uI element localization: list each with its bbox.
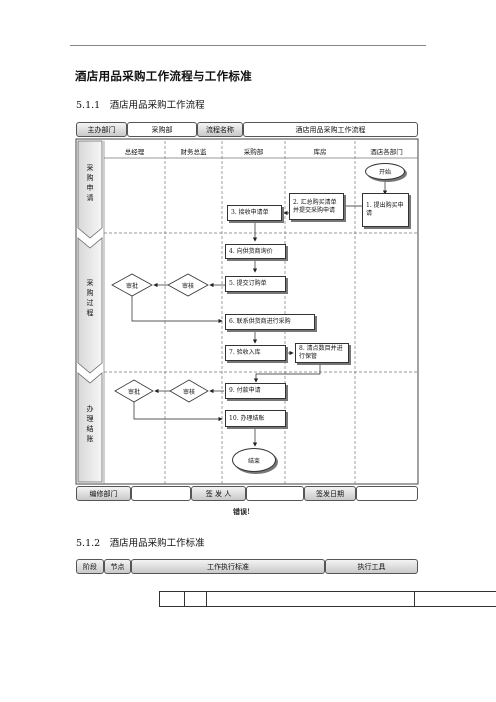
std-header-node-label: 节点 xyxy=(110,562,125,571)
step-4-box: 4. 向供货商询价 xyxy=(225,244,286,259)
section-heading-standard: 5.1.2 酒店用品采购工作标准 xyxy=(76,538,205,549)
phase-label-process: 采购过程 xyxy=(86,279,94,317)
step-1-label: 1. 提出购买申请 xyxy=(366,202,404,217)
lane-purchasing: 采购部 xyxy=(243,148,264,156)
std-header-stage-label: 阶段 xyxy=(83,562,97,571)
review-diamond-1 xyxy=(167,273,209,297)
phase-chevron-3 xyxy=(77,372,103,483)
lane-warehouse: 库房 xyxy=(313,148,327,156)
step-7-label: 7. 验收入库 xyxy=(229,349,261,356)
lane-departments: 酒店各部门 xyxy=(370,148,403,156)
start-node: 开始 xyxy=(365,163,405,180)
std-row-divider xyxy=(414,592,415,606)
dept-value-cell: 采购部 xyxy=(127,122,197,137)
step-2-box: 2. 汇总购买清单并提交采购申请 xyxy=(289,193,344,220)
flow-label-cell: 流程名称 xyxy=(197,122,243,137)
editor-dept-value-cell xyxy=(131,486,191,501)
issue-date-label: 签发日期 xyxy=(316,489,344,498)
lane-general-manager: 总经理 xyxy=(124,148,145,156)
std-table-row xyxy=(159,591,496,607)
step-1-box: 1. 提出购买申请 xyxy=(362,193,409,227)
editor-dept-label: 编修部门 xyxy=(89,489,118,498)
std-header-stage: 阶段 xyxy=(76,559,104,574)
approve-1-label: 审批 xyxy=(125,283,138,290)
std-header-standard: 工作执行标准 xyxy=(131,559,325,574)
section-heading-flow: 5.1.1 酒店用品采购工作流程 xyxy=(76,100,205,111)
end-node: 结束 xyxy=(232,448,276,472)
signer-label: 签 发 人 xyxy=(205,489,232,498)
std-header-tools: 执行工具 xyxy=(325,559,418,574)
step-6-box: 6. 联系供货商进行采购 xyxy=(225,314,315,330)
step-5-box: 5. 提交订购单 xyxy=(225,276,286,292)
step-9-box: 9. 付款申请 xyxy=(225,383,286,399)
review-2-label: 审核 xyxy=(182,389,195,396)
issue-date-label-cell: 签发日期 xyxy=(304,486,356,501)
phase-label-apply: 采购申请 xyxy=(86,164,94,202)
top-rule xyxy=(70,45,426,46)
std-row-divider xyxy=(184,592,185,606)
signer-value-cell xyxy=(246,486,304,501)
step-6-label: 6. 联系供货商进行采购 xyxy=(229,318,291,325)
step-8-label: 8. 清点数目并进行保管 xyxy=(299,345,343,360)
step-10-box: 10. 办理结账 xyxy=(225,410,286,427)
approve-diamond-1 xyxy=(111,273,153,297)
phase-chevron-1 xyxy=(77,140,103,239)
phase-chevron-2 xyxy=(77,237,103,374)
review-diamond-2 xyxy=(169,379,209,403)
std-header-node: 节点 xyxy=(104,559,131,574)
issue-date-value-cell xyxy=(356,486,418,501)
approve-2-label: 审批 xyxy=(127,389,140,396)
signer-label-cell: 签 发 人 xyxy=(191,486,246,501)
start-label: 开始 xyxy=(378,169,391,176)
flowchart-frame xyxy=(75,138,419,485)
step-9-label: 9. 付款申请 xyxy=(229,387,261,394)
phase-label-settle: 办理结账 xyxy=(86,405,94,443)
dept-label: 主办部门 xyxy=(87,125,116,134)
review-1-label: 审核 xyxy=(181,283,194,290)
step-8-box: 8. 清点数目并进行保管 xyxy=(295,343,349,363)
flow-value: 酒店用品采购工作流程 xyxy=(295,125,366,134)
lane-finance-director: 财务总监 xyxy=(180,148,207,156)
std-header-tools-label: 执行工具 xyxy=(357,562,386,571)
step-3-label: 3. 接收申请单 xyxy=(231,209,269,216)
editor-dept-label-cell: 编修部门 xyxy=(76,486,131,501)
std-row-divider xyxy=(206,592,207,606)
document-title: 酒店用品采购工作流程与工作标准 xyxy=(75,69,252,83)
dept-value: 采购部 xyxy=(151,125,173,134)
step-4-label: 4. 向供货商询价 xyxy=(229,247,273,255)
dept-label-cell: 主办部门 xyxy=(76,122,127,137)
step-10-label: 10. 办理结账 xyxy=(229,414,265,422)
step-5-label: 5. 提交订购单 xyxy=(229,280,267,287)
step-7-box: 7. 验收入库 xyxy=(225,345,286,361)
step-3-box: 3. 接收申请单 xyxy=(227,205,282,221)
end-label: 结束 xyxy=(247,457,260,465)
error-note: 错误! xyxy=(233,507,251,516)
flow-label: 流程名称 xyxy=(206,125,234,134)
step-2-label: 2. 汇总购买清单并提交采购申请 xyxy=(293,198,337,214)
flow-value-cell: 酒店用品采购工作流程 xyxy=(243,122,418,137)
approve-diamond-2 xyxy=(114,379,154,403)
std-header-standard-label: 工作执行标准 xyxy=(207,562,249,571)
